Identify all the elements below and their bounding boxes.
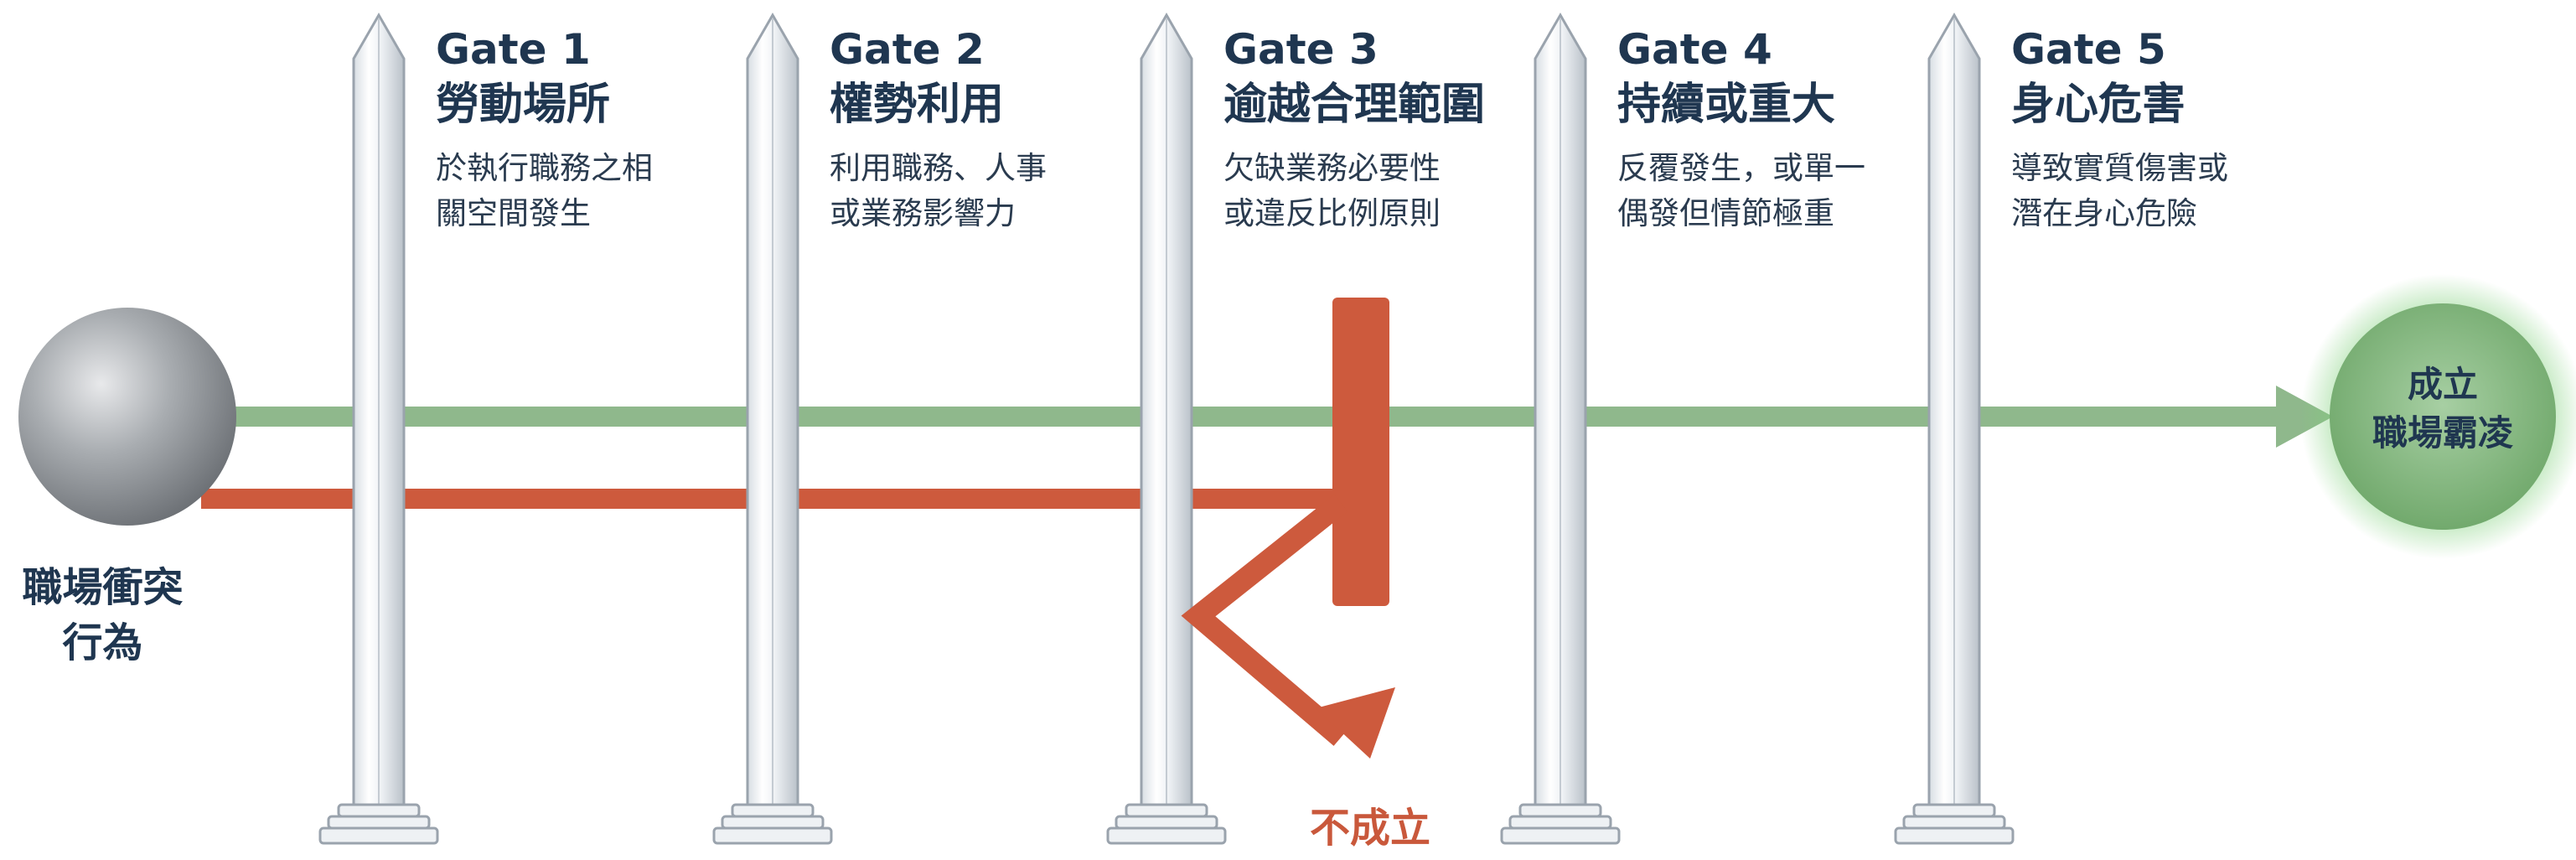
- gate-5-desc-line2: 潛在身心危險: [2011, 195, 2197, 231]
- gate-2-id: Gate 2: [830, 25, 985, 74]
- gate-1-desc-line1: 於執行職務之相: [436, 150, 653, 186]
- fail-arrow-head: [1316, 687, 1395, 759]
- gate-5-text: Gate 5 身心危害 導致實質傷害或 潛在身心危險: [2011, 23, 2228, 236]
- gate-5-title: 身心危害: [2011, 80, 2186, 130]
- gate-1-desc: 於執行職務之相 關空間發生: [436, 146, 653, 236]
- gate-2-text: Gate 2 權勢利用 利用職務、人事 或業務影響力: [830, 23, 1047, 236]
- gate-4-desc: 反覆發生，或單一 偶發但情節極重: [1617, 146, 1865, 236]
- gate-1-title: 勞動場所: [436, 80, 611, 130]
- gate-4-text: Gate 4 持續或重大 反覆發生，或單一 偶發但情節極重: [1617, 23, 1865, 236]
- gate-3-desc: 欠缺業務必要性 或違反比例原則: [1223, 146, 1485, 236]
- gate-4-id: Gate 4: [1617, 25, 1772, 74]
- gate-1-id: Gate 1: [436, 25, 591, 74]
- gate-3-desc-line1: 欠缺業務必要性: [1223, 150, 1441, 186]
- gate-2-title: 權勢利用: [830, 80, 1005, 130]
- start-label-line1: 職場衝突: [22, 564, 184, 611]
- gate-4-pillar: [1500, 12, 1621, 845]
- gate-5-pillar: [1894, 12, 2015, 845]
- gate-4-desc-line1: 反覆發生，或單一: [1617, 150, 1865, 186]
- gate-3-id: Gate 3: [1223, 25, 1379, 74]
- gate-3-desc-line2: 或違反比例原則: [1223, 195, 1441, 231]
- gate-2-desc-line2: 或業務影響力: [830, 195, 1016, 231]
- start-sphere: [18, 308, 236, 526]
- gate-2-desc: 利用職務、人事 或業務影響力: [830, 146, 1047, 236]
- start-label-line2: 行為: [62, 619, 143, 666]
- gate-4-desc-line2: 偶發但情節極重: [1617, 195, 1834, 231]
- gate-2-desc-line1: 利用職務、人事: [830, 150, 1047, 186]
- start-label: 職場衝突 行為: [0, 560, 205, 671]
- pillars: [318, 12, 2015, 845]
- outcome-pass-line1: 成立: [2407, 364, 2478, 405]
- gate-1-pillar: [318, 12, 439, 845]
- gate-3-title: 逾越合理範圍: [1223, 80, 1486, 130]
- gate-5-desc: 導致實質傷害或 潛在身心危險: [2011, 146, 2228, 236]
- fail-block-bar: [1332, 298, 1389, 606]
- gate-4-title: 持續或重大: [1617, 80, 1836, 130]
- fail-deflect-line: [1181, 494, 1348, 746]
- gate-3-text: Gate 3 逾越合理範圍 欠缺業務必要性 或違反比例原則: [1223, 23, 1485, 236]
- gate-2-pillar: [712, 12, 833, 845]
- outcome-fail-label: 不成立: [1309, 805, 1430, 852]
- gate-5-id: Gate 5: [2011, 25, 2166, 74]
- gate-3-pillar: [1106, 12, 1227, 845]
- outcome-pass-label: 成立 職場霸凌: [2351, 360, 2535, 458]
- end-node: [2330, 303, 2556, 530]
- gate-1-text: Gate 1 勞動場所 於執行職務之相 關空間發生: [436, 23, 653, 236]
- outcome-pass-line2: 職場霸凌: [2372, 412, 2513, 453]
- gate-5-desc-line1: 導致實質傷害或: [2011, 150, 2228, 186]
- gate-1-desc-line2: 關空間發生: [436, 195, 591, 231]
